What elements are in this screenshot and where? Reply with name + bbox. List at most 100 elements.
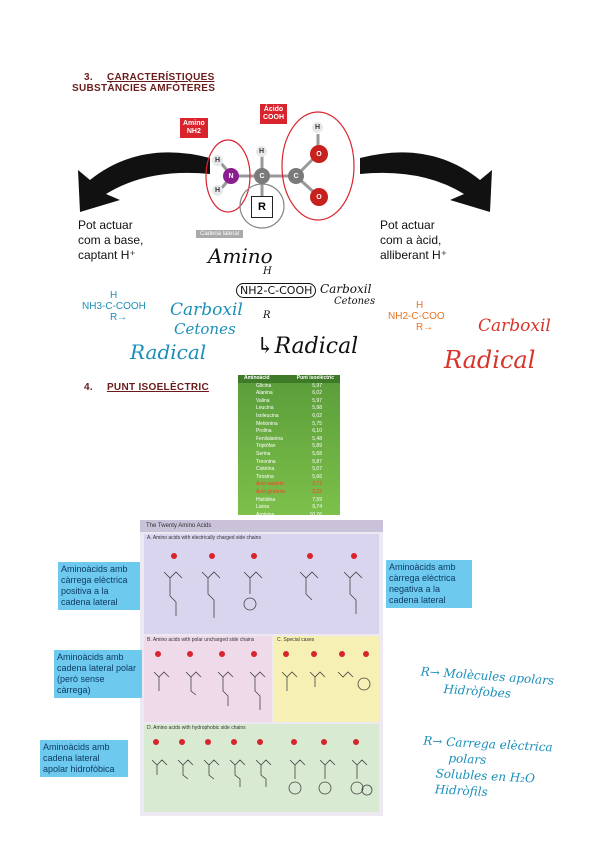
- handwritten-amino: Amino: [208, 244, 273, 268]
- handwritten-left-carboxil: Carboxil: [170, 300, 243, 320]
- handwritten-polar-notes: R→ Carrega elèctrica polars Solubles en …: [420, 733, 553, 804]
- panel-d: D. Amino acids with hydrophobic side cha…: [144, 724, 379, 812]
- section3-number: 3.: [84, 72, 93, 83]
- aminoacid-name: Serina: [256, 450, 271, 457]
- amino-label: Amino NH2: [180, 118, 208, 138]
- section3-header: 3. CARACTERÍSTIQUES SUBSTÀNCIES AMFÒTERES: [72, 72, 215, 94]
- panel-a-label: A. Amino acids with electrically charged…: [147, 535, 261, 541]
- isoelectric-value: 5,98: [312, 405, 322, 412]
- aminoacid-name: Cisteïna: [256, 466, 275, 473]
- section4-title: PUNT ISOELÈCTRIC: [106, 382, 209, 393]
- radical-center-text: Radical: [274, 334, 359, 359]
- panel-c-label: C. Special cases: [277, 637, 315, 643]
- isoelectric-table-row: Àcid aspàrtic 2,77: [238, 481, 340, 489]
- handwritten-right-formula: H NH2-C-COO R→: [388, 300, 445, 333]
- aminoacid-name: Triptòfan: [256, 443, 276, 450]
- panel-a-structures: [163, 553, 363, 618]
- aminoacid-name: Alanina: [256, 390, 273, 397]
- isoelectric-table-row: Valina 5,97: [238, 398, 340, 406]
- acid-label: Ácido COOH: [260, 104, 287, 124]
- aminoacid-name: Leucina: [256, 405, 274, 412]
- handwritten-carboxil: Carboxil: [320, 282, 372, 296]
- handwritten-left-radical: Radical: [130, 340, 207, 364]
- aminoacid-name: Glicina: [256, 382, 272, 389]
- aminoacid-name: Histidina: [256, 496, 276, 503]
- center-formula-text: NH2-C-COOH: [236, 283, 317, 298]
- isoelectric-value: 2,77: [312, 481, 322, 488]
- side-chain-circle: [239, 183, 285, 229]
- right-formula-text: NH2-C-COO: [388, 311, 445, 322]
- right-h: H: [416, 300, 424, 311]
- handwritten-right-carboxil: Carboxil: [478, 316, 551, 336]
- acid-text-line3: alliberant H⁺: [380, 248, 448, 262]
- handwritten-right-radical: Radical: [444, 346, 536, 374]
- handwritten-radical-center: ↳Radical: [256, 334, 359, 359]
- aminoacid-name: Tirosina: [256, 473, 274, 480]
- base-behaviour-text: Pot actuar com a base, captant H⁺: [78, 218, 143, 263]
- panel-d-structures: [151, 739, 373, 796]
- isoelectric-value: 5,07: [312, 466, 322, 473]
- isoelectric-value: 7,59: [312, 496, 322, 503]
- hydrogen-atom-amino-bottom: H: [212, 185, 223, 196]
- isoelectric-value: 5,48: [312, 435, 322, 442]
- isoelectric-value: 5,66: [312, 473, 322, 480]
- note-apolar: Aminoàcids amb cadena lateral apolar hid…: [40, 740, 128, 777]
- aminoacid-name: Fenilalanina: [256, 435, 283, 442]
- base-text-line1: Pot actuar: [78, 218, 133, 232]
- amphoteric-diagram: Amino NH2 Ácido COOH H H N H C C H O O R…: [60, 100, 560, 260]
- section3-title-line2: SUBSTÀNCIES AMFÒTERES: [72, 83, 216, 94]
- isoelectric-value: 9,74: [312, 504, 322, 511]
- handwritten-left-cetones: Cetones: [174, 320, 236, 338]
- isoelectric-value: 10,76: [309, 511, 322, 518]
- carbon-atom-alpha: C: [254, 168, 270, 184]
- isoelectric-value: 5,97: [312, 397, 322, 404]
- base-text-line3: captant H⁺: [78, 248, 136, 262]
- panel-b-label: B. Amino acids with polar uncharged side…: [147, 637, 255, 643]
- handwritten-cetones: Cetones: [334, 296, 376, 307]
- left-formula-text: NH3-C-COOH: [82, 301, 146, 312]
- left-r: R→: [110, 312, 128, 323]
- isoelectric-value: 6,02: [312, 412, 322, 419]
- panel-c: C. Special cases: [274, 636, 379, 722]
- acid-behaviour-text: Pot actuar com a àcid, alliberant H⁺: [380, 218, 447, 263]
- aminoacid-name: Valina: [256, 397, 270, 404]
- panel-d-label: D. Amino acids with hydrophobic side cha…: [147, 725, 246, 731]
- amino-label-line1: Amino: [183, 120, 205, 127]
- handwritten-r-bottom: R: [263, 310, 271, 321]
- acid-label-line1: Ácido: [263, 106, 284, 113]
- aa-chart-title-bar: The Twenty Amino Acids: [140, 520, 383, 532]
- header-aminoacid: Aminoàcid: [244, 375, 270, 381]
- isoelectric-table-row: Leucina 5,98: [238, 405, 340, 413]
- acid-text-line1: Pot actuar: [380, 218, 435, 232]
- aminoacid-name: Treonina: [256, 458, 276, 465]
- handwritten-left-formula: H NH3-C-COOH R→: [82, 290, 146, 323]
- aminoacid-name: Isoleucina: [256, 412, 279, 419]
- amino-group-ellipse: [205, 139, 251, 213]
- r-group-label: R: [258, 201, 266, 213]
- carbon-atom-carboxyl: C: [288, 168, 304, 184]
- section3-title-line1: CARACTERÍSTIQUES: [106, 72, 215, 83]
- panel-b-structures: [153, 651, 266, 710]
- right-arrow-shape: [360, 152, 492, 212]
- aminoacid-name: Àcid aspàrtic: [256, 481, 285, 488]
- isoelectric-table-row: Fenilalanina 5,48: [238, 436, 340, 444]
- handwritten-apolar-notes: R→ Molècules apolars Hidròfobes: [419, 663, 555, 704]
- hydrogen-atom-amino-top: H: [212, 155, 223, 166]
- section4-number: 4.: [84, 382, 93, 393]
- note-positive-charge: Aminoàcids amb càrrega elèctrica positiv…: [58, 562, 140, 610]
- acid-group-ellipse: [281, 111, 355, 221]
- amino-label-line2: NH2: [186, 128, 201, 135]
- hydrogen-atom-acid: H: [312, 122, 323, 133]
- aa-chart-title: The Twenty Amino Acids: [146, 523, 212, 529]
- hydrogen-atom-alpha: H: [256, 146, 267, 157]
- isoelectric-value: 5,97: [312, 382, 322, 389]
- panel-c-structures: [281, 651, 371, 691]
- isoelectric-table-row: Cisteïna 5,07: [238, 466, 340, 474]
